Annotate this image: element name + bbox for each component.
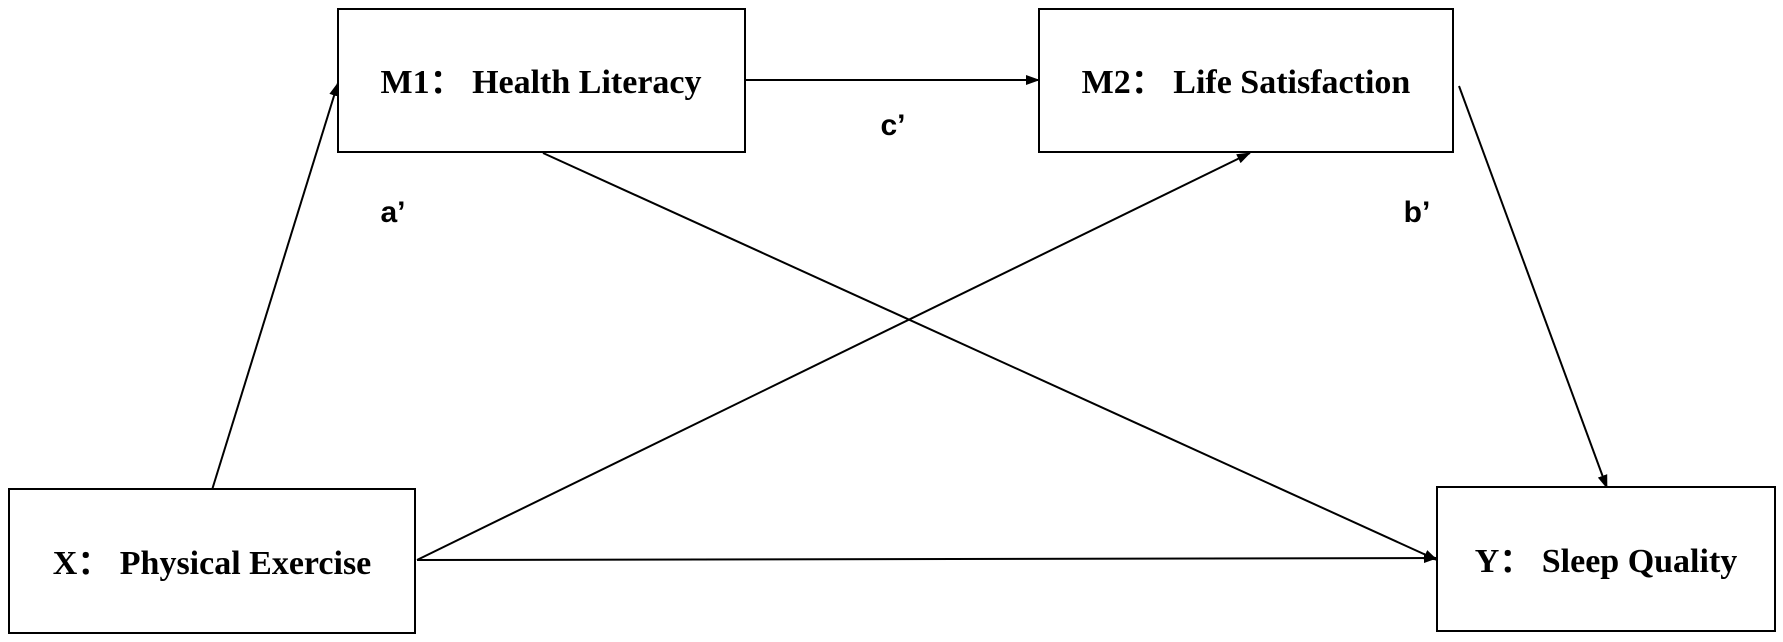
node-y: Y： Sleep Quality — [1436, 486, 1776, 632]
node-x-box — [8, 488, 416, 634]
edge-m1-to-y — [542, 152, 1438, 561]
path-label-a: a’ — [380, 196, 405, 229]
node-m2-label: M2： Life Satisfaction — [1082, 64, 1411, 101]
node-m2-box — [1038, 8, 1454, 153]
edge-m2-to-y — [1458, 85, 1608, 489]
edge-x-to-m1 — [211, 82, 339, 491]
node-y-box — [1436, 486, 1776, 632]
node-x: X： Physical Exercise — [8, 488, 416, 634]
path-label-b: b’ — [1404, 196, 1431, 229]
node-m1: M1： Health Literacy — [337, 8, 746, 153]
path-label-c: c’ — [880, 109, 905, 142]
node-m2: M2： Life Satisfaction — [1038, 8, 1454, 153]
node-m1-box — [337, 8, 746, 153]
edge-x-to-y — [416, 553, 1438, 564]
edge-x-to-m2 — [416, 152, 1251, 561]
node-m1-label: M1： Health Literacy — [380, 64, 701, 101]
node-y-label: Y： Sleep Quality — [1475, 543, 1738, 580]
node-x-label: X： Physical Exercise — [53, 545, 372, 582]
